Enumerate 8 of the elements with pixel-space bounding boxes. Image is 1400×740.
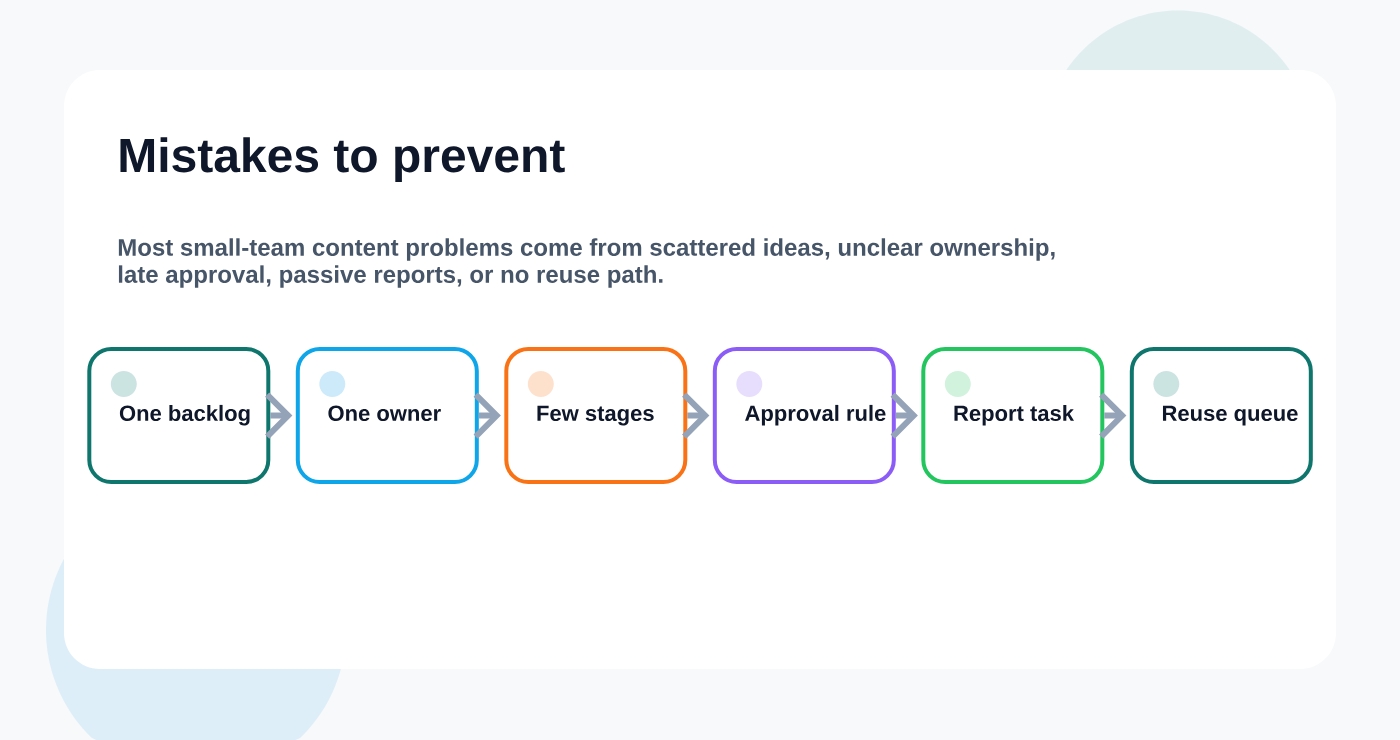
process-box: Approval rule: [712, 347, 896, 484]
process-box: Report task: [921, 347, 1105, 484]
process-box: One owner: [295, 347, 479, 484]
process-box: Few stages: [504, 347, 688, 484]
process-box: One backlog: [87, 347, 271, 484]
subtitle: Most small-team content problems come from scattered ideas, unclear ownership, late approval, passive reports, or no reuse path.: [118, 238, 1055, 288]
process-box: Reuse queue: [1129, 347, 1313, 484]
title: Mistakes to prevent: [120, 137, 565, 182]
